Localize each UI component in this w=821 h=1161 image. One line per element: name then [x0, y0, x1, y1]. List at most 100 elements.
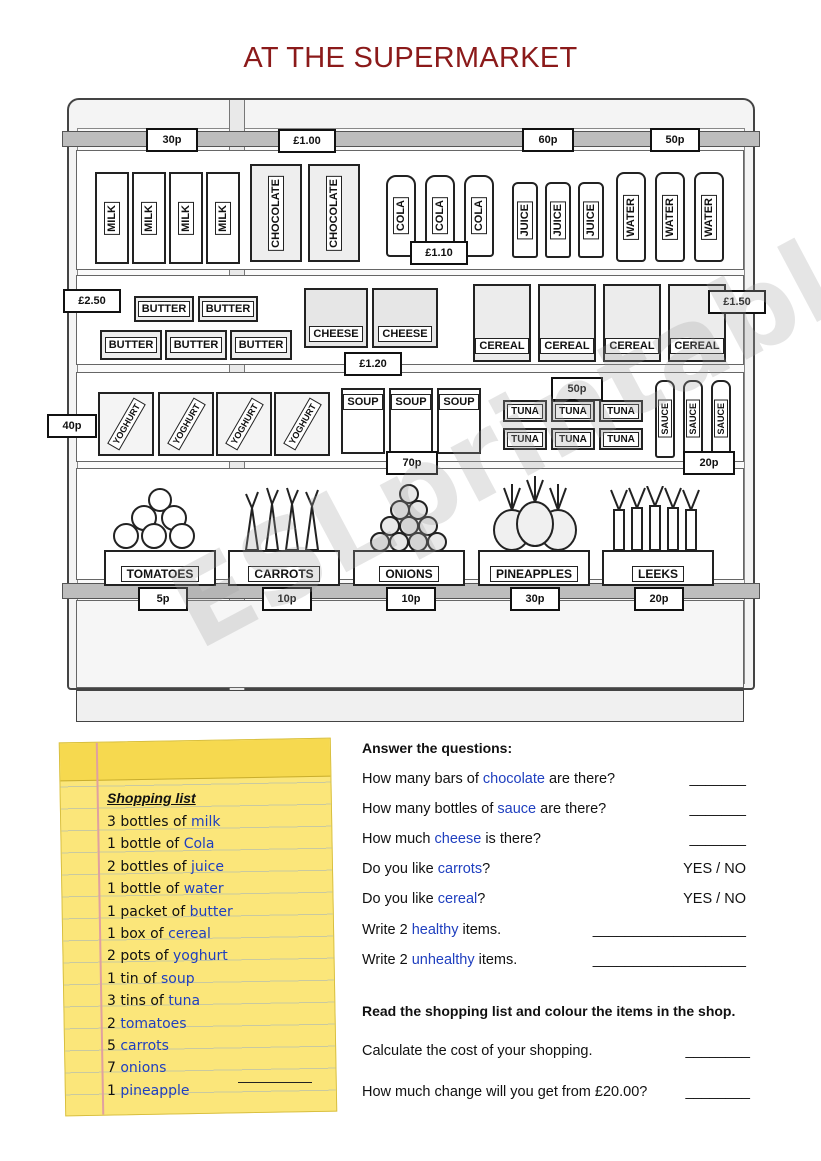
shopping-list-item: 2 bottles of juice: [107, 859, 233, 881]
carrots-basket: CARROTS: [228, 550, 340, 586]
item-quantity: 1 box of: [107, 925, 169, 942]
answer-blank[interactable]: _______: [689, 771, 746, 787]
item-name: soup: [161, 970, 195, 987]
tuna-label: TUNA: [603, 403, 639, 419]
cereal-label: CEREAL: [475, 338, 529, 354]
questions-heading: Answer the questions:: [362, 740, 513, 756]
price-tag-cereal: £1.50: [708, 290, 766, 314]
tuna-tin: TUNA: [599, 428, 643, 450]
price-tag-milk: 30p: [146, 128, 198, 152]
tuna-label: TUNA: [555, 403, 591, 419]
cheese-block: CHEESE: [372, 288, 438, 348]
yoghurt-label: YOGHURT: [224, 397, 264, 451]
price-tag-cheese: £1.20: [344, 352, 402, 376]
yes-no-choice[interactable]: YES / NO: [683, 861, 746, 877]
question-text: Do you like: [362, 891, 438, 907]
price-tag-chocolate: £1.00: [278, 129, 336, 153]
item-name: carrots: [120, 1037, 169, 1054]
item-name: yoghurt: [173, 948, 228, 965]
tomatoes-pile: [113, 488, 195, 549]
butter-pack: BUTTER: [134, 296, 194, 322]
question-healthy: Write 2 healthy items. _________________…: [362, 922, 754, 938]
milk-carton: MILK: [206, 172, 240, 264]
onions-basket: ONIONS: [353, 550, 465, 586]
pineapples-basket: PINEAPPLES: [478, 550, 590, 586]
price-tag-tuna: 50p: [551, 377, 603, 401]
answer-blank[interactable]: ___________________: [592, 952, 746, 968]
water-label: WATER: [662, 194, 678, 240]
soup-label: SOUP: [439, 394, 479, 410]
item-name: tomatoes: [120, 1015, 187, 1032]
soup-tin: SOUP: [341, 388, 385, 454]
question-text: How much change will you get from £20.00…: [362, 1084, 648, 1100]
sauce-bottle: SAUCE: [655, 380, 675, 458]
item-quantity: 1 bottle of: [107, 836, 184, 853]
cheese-label: CHEESE: [309, 326, 363, 342]
answer-blank[interactable]: ________: [685, 1043, 750, 1059]
item-quantity: 3 tins of: [107, 993, 169, 1010]
butter-label: BUTTER: [201, 301, 255, 317]
question-text: Write 2: [362, 922, 412, 938]
tomatoes-label: TOMATOES: [120, 566, 200, 582]
cola-bottle: COLA: [464, 175, 494, 257]
price-tag-carrots: 10p: [262, 587, 312, 611]
juice-bottle: JUICE: [578, 182, 604, 258]
item-name: milk: [190, 814, 221, 830]
item-name: cereal: [168, 925, 211, 942]
butter-label: BUTTER: [137, 301, 191, 317]
yes-no-choice[interactable]: YES / NO: [683, 891, 746, 907]
price-tag-onions: 10p: [386, 587, 436, 611]
sauce-bottle: SAUCE: [683, 380, 703, 458]
sauce-label: SAUCE: [658, 400, 672, 438]
yoghurt-pot: YOGHURT: [98, 392, 154, 456]
chocolate-label: CHOCOLATE: [268, 175, 284, 251]
leeks-label: LEEKS: [631, 566, 684, 582]
yoghurt-pot: YOGHURT: [158, 392, 214, 456]
milk-carton: MILK: [169, 172, 203, 264]
shopping-list-item: 3 bottles of milk: [107, 814, 233, 836]
question-text: Write 2: [362, 952, 412, 968]
water-bottle: WATER: [616, 172, 646, 262]
answer-blank[interactable]: _______: [689, 831, 746, 847]
chocolate-bar: CHOCOLATE: [308, 164, 360, 262]
question-text: is there?: [481, 831, 541, 847]
yoghurt-label: YOGHURT: [282, 397, 322, 451]
chocolate-bar: CHOCOLATE: [250, 164, 302, 262]
answer-blank[interactable]: _______: [689, 801, 746, 817]
item-quantity: 2: [107, 1015, 121, 1032]
price-tag-juice: 60p: [522, 128, 574, 152]
question-unhealthy: Write 2 unhealthy items. _______________…: [362, 952, 754, 968]
tuna-label: TUNA: [555, 431, 591, 447]
shopping-list-item: 3 tins of tuna: [107, 993, 233, 1015]
milk-carton: MILK: [132, 172, 166, 264]
item-name: juice: [190, 858, 224, 875]
cheese-block: CHEESE: [304, 288, 368, 348]
top-ledge: [62, 131, 760, 147]
sauce-label: SAUCE: [714, 400, 728, 438]
item-name: onions: [120, 1060, 167, 1077]
question-keyword: carrots: [437, 861, 483, 877]
cola-label: COLA: [393, 197, 409, 235]
item-name: tuna: [168, 993, 201, 1010]
juice-bottle: JUICE: [545, 182, 571, 258]
sauce-bottle: SAUCE: [711, 380, 731, 458]
tuna-tin: TUNA: [503, 428, 547, 450]
tuna-label: TUNA: [507, 403, 543, 419]
answer-blank[interactable]: ________: [685, 1084, 750, 1100]
price-tag-cola: £1.10: [410, 241, 468, 265]
notepad-answer-line: [238, 1082, 312, 1083]
milk-carton: MILK: [95, 172, 129, 264]
item-quantity: 1: [107, 1082, 121, 1099]
cereal-box: CEREAL: [538, 284, 596, 362]
water-label: WATER: [623, 194, 639, 240]
answer-blank[interactable]: ___________________: [592, 922, 746, 938]
item-name: butter: [189, 903, 233, 920]
shopping-list-item: 1 tin of soup: [107, 971, 233, 993]
item-quantity: 7: [107, 1060, 121, 1077]
item-quantity: 3 bottles of: [107, 814, 191, 830]
colour-instruction: Read the shopping list and colour the it…: [362, 1003, 736, 1019]
yoghurt-pot: YOGHURT: [216, 392, 272, 456]
shopping-list-item: 1 bottle of Cola: [107, 836, 233, 858]
question-keyword: unhealthy: [411, 952, 475, 968]
